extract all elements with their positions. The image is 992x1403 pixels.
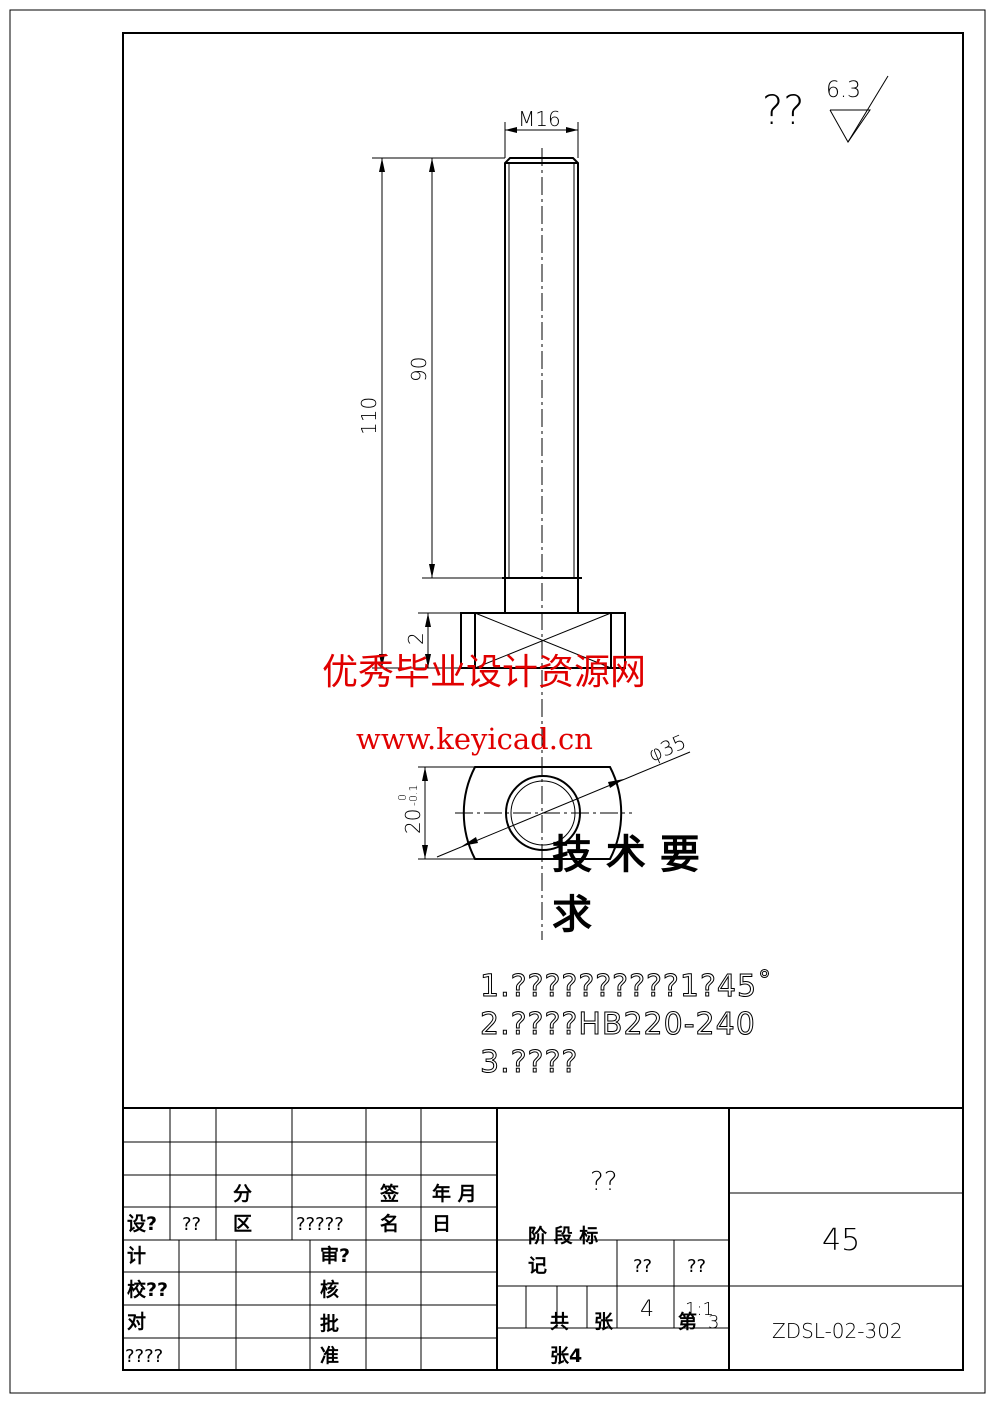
- tb-material: 45: [822, 1223, 860, 1258]
- tb-weight-label: ??: [633, 1256, 652, 1277]
- dim-width-tol-upper: 0: [396, 794, 409, 801]
- bolt-front-view: [372, 122, 626, 940]
- tb-ming: 名: [380, 1212, 399, 1235]
- roughness-symbol-icon: [829, 75, 889, 143]
- dim-head-height: 2: [404, 632, 428, 645]
- tb-fen: 分: [233, 1183, 252, 1205]
- tb-sheet: 3: [708, 1312, 719, 1333]
- dim-thread: M16: [518, 107, 561, 131]
- tech-title-cont: 求: [552, 892, 592, 938]
- dim-diameter: φ35: [645, 729, 690, 766]
- tech-item-3: 3.????: [480, 1045, 578, 1080]
- roughness-value: 6.3: [826, 78, 861, 103]
- tb-bottom-q: ????: [125, 1346, 163, 1367]
- tb-ji: 计: [127, 1245, 146, 1267]
- tb-gong: 共: [550, 1311, 569, 1333]
- tb-stage-mark: 阶 段 标: [528, 1224, 598, 1247]
- tb-zhang4: 张4: [550, 1345, 582, 1367]
- tb-jiao: 校??: [127, 1278, 168, 1301]
- tb-di: 第: [678, 1310, 697, 1333]
- tb-he: 核: [320, 1278, 339, 1301]
- inner-frame: [122, 32, 964, 1371]
- tb-drawing-no: ZDSL-02-302: [772, 1319, 903, 1343]
- title-block-grid: [123, 1107, 963, 1370]
- tb-scale: 1:1: [685, 1299, 714, 1320]
- tb-stage-mark-cont: 记: [528, 1255, 547, 1277]
- tb-pi: 批: [320, 1313, 339, 1335]
- bolt-bottom-view: [418, 751, 691, 860]
- tech-item-1: 1.??????????1?45˚: [480, 969, 773, 1004]
- watermark-title: 优秀毕业设计资源网: [322, 652, 646, 693]
- tb-nian-yue: 年 月: [432, 1182, 477, 1205]
- tb-she-q: ??: [182, 1214, 201, 1235]
- watermark-url: www.keyicad.cn: [356, 722, 593, 756]
- tech-item-2: 2.????HB220-240: [480, 1007, 756, 1042]
- tb-shen: 审?: [320, 1244, 350, 1267]
- tb-qu: 区: [233, 1213, 252, 1235]
- dim-thread-length: 90: [407, 357, 431, 382]
- dim-width: 20: [401, 809, 425, 834]
- tb-dui: 对: [127, 1310, 146, 1333]
- tech-title: 技 术 要: [552, 832, 700, 878]
- tb-qu-q: ?????: [296, 1214, 344, 1235]
- dim-total-length: 110: [357, 397, 381, 435]
- tb-scale-label: ??: [687, 1256, 706, 1277]
- tb-ri: 日: [432, 1213, 451, 1235]
- tb-zhang: 张: [594, 1311, 614, 1333]
- tb-count: 4: [640, 1297, 654, 1322]
- roughness-prefix: ??: [762, 88, 804, 134]
- dim-width-tol-lower: -0.1: [407, 785, 420, 806]
- tb-zhun: 准: [320, 1345, 339, 1367]
- tb-part-name: ??: [590, 1167, 618, 1197]
- outer-border: [9, 9, 986, 1394]
- tb-qian: 签: [379, 1182, 400, 1205]
- tb-she: 设?: [127, 1213, 157, 1235]
